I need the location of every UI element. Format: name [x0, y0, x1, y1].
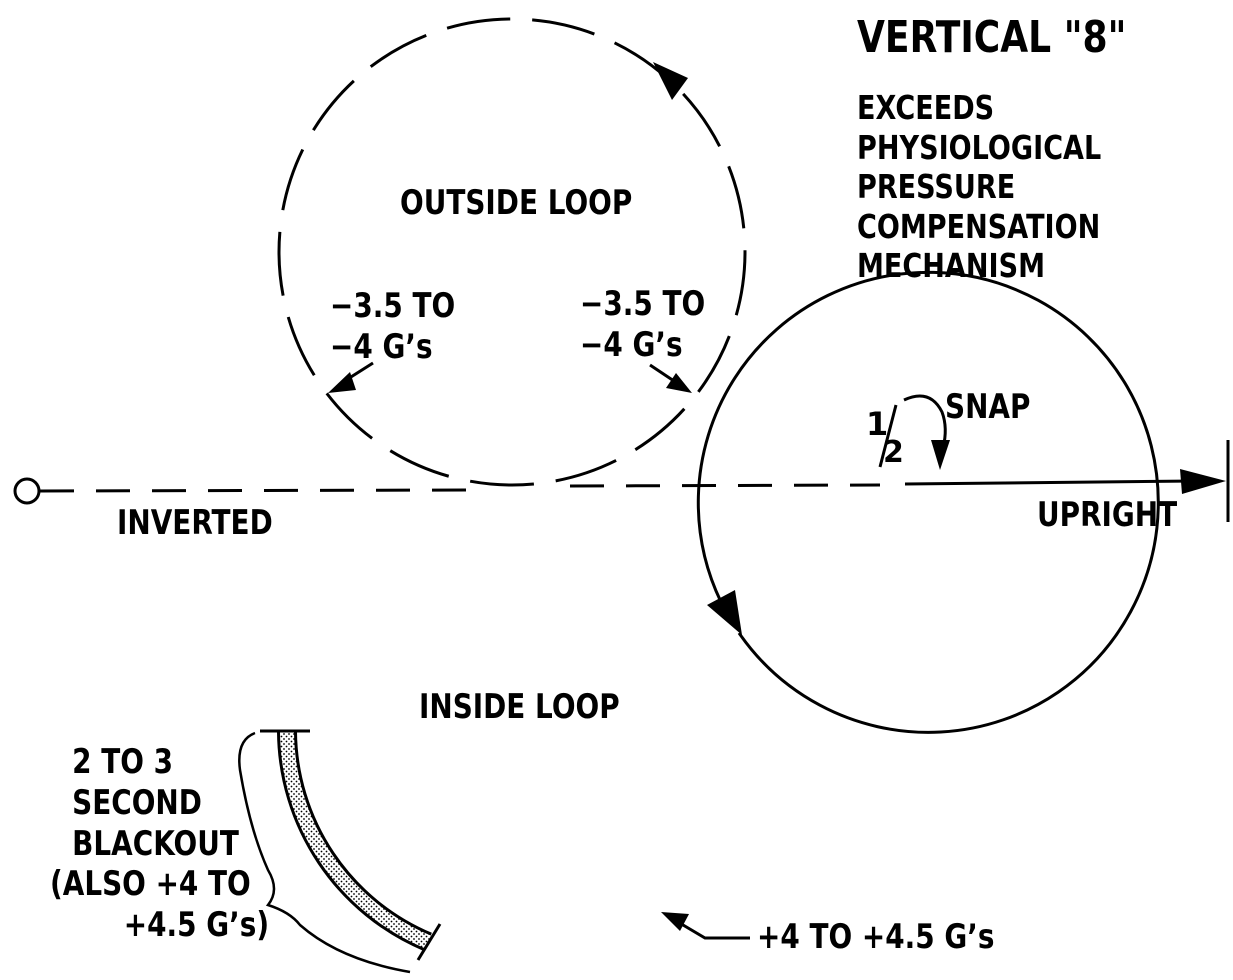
- inside-loop-arrowhead: [707, 590, 742, 635]
- snap-label: SNAP: [945, 387, 1031, 427]
- half-fraction-bar: [878, 404, 898, 468]
- upright-path: [904, 479, 1196, 486]
- right-g-arrowhead: [666, 373, 692, 393]
- outside-loop-arrowhead: [653, 62, 688, 100]
- outside-right-g-label: −3.5 TO −4 G’s: [580, 284, 706, 365]
- path-after-loops: [569, 483, 881, 488]
- blackout-brace: [238, 731, 411, 974]
- inverted-label: INVERTED: [117, 503, 273, 543]
- diagram-title: VERTICAL "8": [857, 12, 1127, 63]
- upright-arrowhead: [1180, 469, 1226, 494]
- physiological-note: EXCEEDS PHYSIOLOGICAL PRESSURE COMPENSAT…: [857, 88, 1101, 286]
- blackout-end-tick: [416, 923, 442, 961]
- outside-left-g-label: −3.5 TO −4 G’s: [330, 286, 456, 367]
- left-g-arrowhead: [328, 372, 356, 393]
- snap-arrowhead: [931, 440, 950, 470]
- half-denominator: 2: [883, 435, 904, 470]
- note-line: COMPENSATION: [857, 206, 1101, 246]
- note-line: PHYSIOLOGICAL: [857, 127, 1102, 167]
- inverted-path: [39, 488, 471, 493]
- inside-loop-circle: [696, 270, 1160, 734]
- inside-g-pointer: [677, 920, 750, 940]
- note-line: MECHANISM: [857, 246, 1045, 286]
- outside-loop-circle: [277, 17, 747, 487]
- upright-label: UPRIGHT: [1037, 495, 1178, 535]
- note-line: PRESSURE: [857, 167, 1016, 207]
- inside-loop-label: INSIDE LOOP: [419, 687, 620, 727]
- outside-loop-label: OUTSIDE LOOP: [400, 183, 633, 223]
- inside-g-label: +4 TO +4.5 G’s: [757, 917, 995, 957]
- blackout-band-fill: [280, 731, 431, 949]
- snap-arrow: [903, 394, 947, 449]
- half-numerator: 1: [866, 405, 889, 443]
- blackout-label: 2 TO 3 SECOND BLACKOUT (ALSO +4 TO +4.5 …: [50, 742, 270, 946]
- inside-g-arrowhead: [661, 912, 689, 931]
- start-circle: [13, 477, 41, 505]
- note-line: EXCEEDS: [857, 88, 995, 127]
